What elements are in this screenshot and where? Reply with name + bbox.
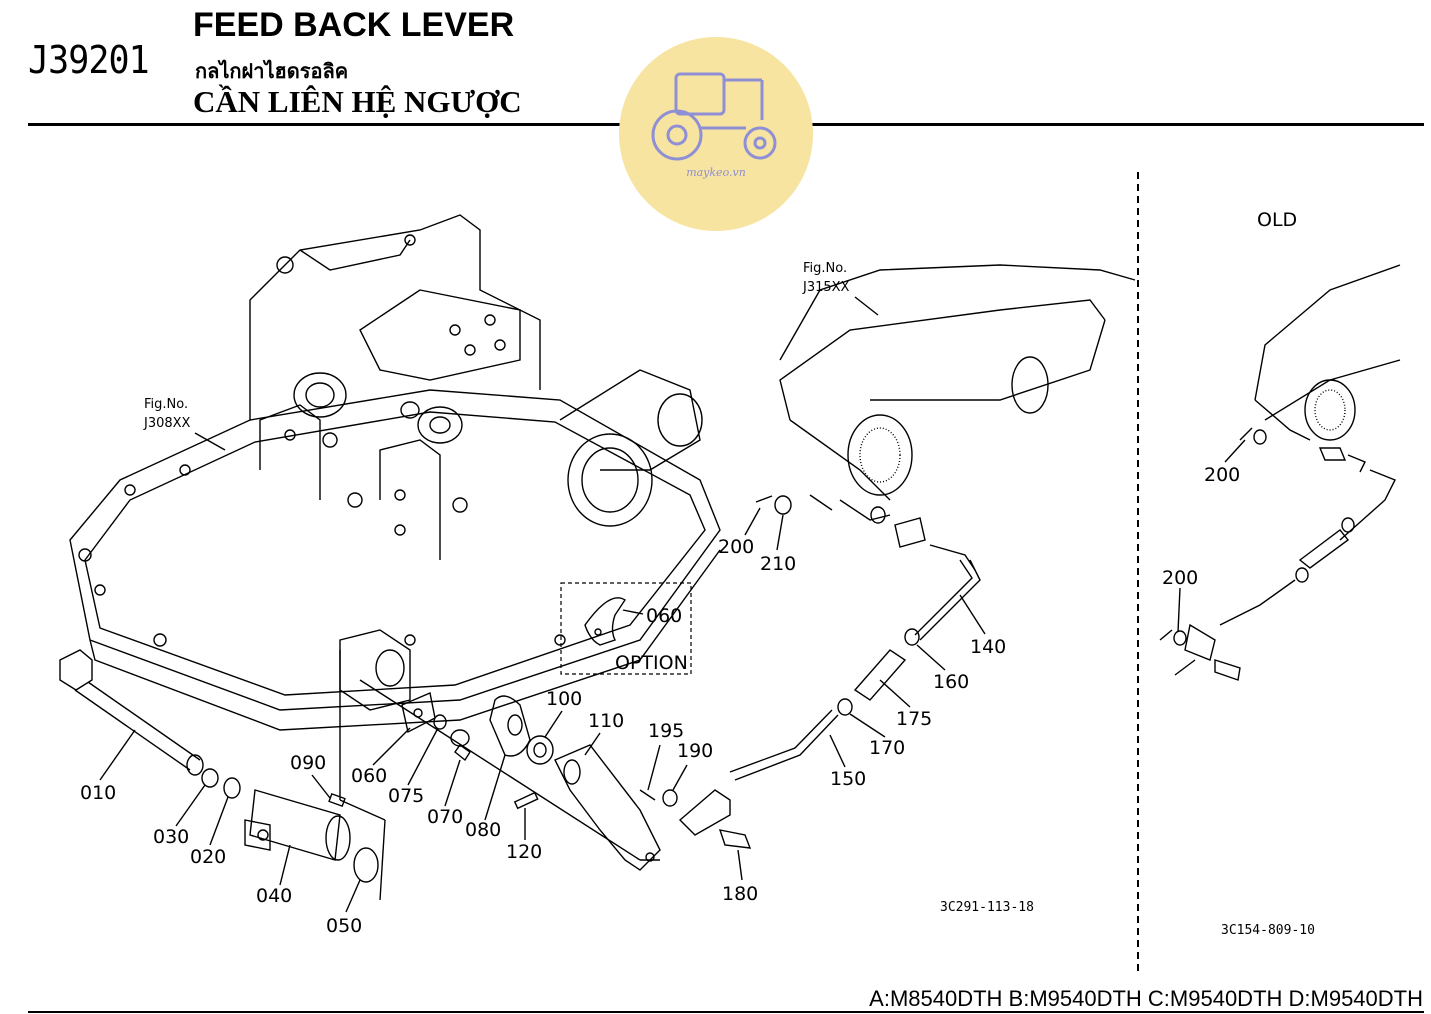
part-label-195: 195 bbox=[648, 720, 684, 742]
part-label-190: 190 bbox=[677, 740, 713, 762]
part-120-pin bbox=[513, 791, 539, 810]
part-label-010: 010 bbox=[80, 782, 116, 804]
option-box bbox=[560, 582, 692, 675]
part-200-split-pin bbox=[755, 495, 773, 503]
part-label-030: 030 bbox=[153, 826, 189, 848]
lift-arm-drawing bbox=[779, 264, 1136, 524]
option-060-bracket bbox=[584, 597, 626, 646]
rod-assembly bbox=[639, 495, 981, 849]
part-030-circlip bbox=[201, 768, 219, 788]
footer-divider bbox=[28, 1011, 1424, 1013]
part-175-turnbuckle bbox=[853, 649, 907, 701]
part-195-pin bbox=[639, 789, 656, 801]
part-label-090: 090 bbox=[290, 752, 326, 774]
old-ref-code: 3C154-809-10 bbox=[1221, 923, 1315, 938]
part-label-210: 210 bbox=[760, 553, 796, 575]
tractor-icon bbox=[651, 72, 777, 161]
part-label-175: 175 bbox=[896, 708, 932, 730]
part-090-key bbox=[328, 792, 346, 808]
part-170-nut bbox=[837, 698, 853, 716]
main-ref-code: 3C291-113-18 bbox=[940, 900, 1034, 915]
part-label-040: 040 bbox=[256, 885, 292, 907]
watermark-text: maykeo.vn bbox=[686, 166, 746, 179]
part-label-120: 120 bbox=[506, 841, 542, 863]
part-label-180: 180 bbox=[722, 883, 758, 905]
part-label-150: 150 bbox=[830, 768, 866, 790]
part-label-170: 170 bbox=[869, 737, 905, 759]
part-150-threaded-rod bbox=[734, 714, 839, 781]
part-label-050: 050 bbox=[326, 915, 362, 937]
part-label-140: 140 bbox=[970, 636, 1006, 658]
part-label-070: 070 bbox=[427, 806, 463, 828]
part-label-020: 020 bbox=[190, 846, 226, 868]
part-060-bracket bbox=[401, 692, 436, 734]
fig-ref-right-leader bbox=[854, 296, 879, 316]
part-labels: 010 020 030 040 050 060 070 075 080 090 … bbox=[80, 536, 1006, 937]
fig-ref-left-code: J308XX bbox=[143, 416, 191, 431]
part-020-o-ring bbox=[223, 777, 241, 799]
part-label-110: 110 bbox=[588, 710, 624, 732]
old-assembly-drawing bbox=[1159, 264, 1401, 681]
part-210-washer bbox=[774, 495, 792, 515]
fig-ref-right-label: Fig.No. bbox=[803, 261, 847, 276]
part-010-shaft bbox=[59, 649, 204, 776]
part-label-100: 100 bbox=[546, 688, 582, 710]
old-heading: OLD bbox=[1257, 209, 1297, 231]
title-thai: กลไกฝาไฮดรอลิค bbox=[195, 59, 349, 83]
part-070-bolt bbox=[450, 729, 471, 762]
fig-ref-left-label: Fig.No. bbox=[144, 397, 188, 412]
page-code: J39201 bbox=[28, 38, 150, 82]
part-050-o-ring bbox=[353, 847, 379, 883]
part-180-pin bbox=[718, 829, 752, 849]
part-100-washer bbox=[526, 735, 554, 765]
part-label-060: 060 bbox=[351, 765, 387, 787]
part-label-200: 200 bbox=[718, 536, 754, 558]
part-140-threaded-rod bbox=[919, 559, 981, 641]
part-bushing-upper bbox=[894, 517, 926, 548]
part-040-sleeve bbox=[244, 789, 351, 861]
part-110-lever bbox=[554, 744, 661, 871]
watermark-circle bbox=[619, 37, 813, 231]
model-list: A:M8540DTH B:M9540DTH C:M9540DTH D:M9540… bbox=[869, 986, 1423, 1011]
part-label-075: 075 bbox=[388, 785, 424, 807]
watermark-logo: maykeo.vn bbox=[619, 37, 813, 231]
part-080-plate bbox=[489, 695, 531, 757]
title-english: FEED BACK LEVER bbox=[193, 6, 515, 44]
old-part-200-upper: 200 bbox=[1204, 464, 1240, 486]
fig-ref-right-code: J315XX bbox=[802, 280, 850, 295]
hydraulic-housing-drawing bbox=[69, 214, 721, 731]
part-label-080: 080 bbox=[465, 819, 501, 841]
leader-lines-main bbox=[339, 650, 660, 901]
part-075-washer bbox=[433, 714, 447, 730]
part-190-washer bbox=[662, 789, 678, 807]
part-label-160: 160 bbox=[933, 671, 969, 693]
fig-ref-left-leader bbox=[194, 432, 226, 451]
option-label: OPTION bbox=[615, 652, 688, 674]
title-vietnamese: CẦN LIÊN HỆ NGƯỢC bbox=[193, 84, 522, 119]
label-leaders bbox=[99, 507, 986, 913]
old-part-200-lower: 200 bbox=[1162, 567, 1198, 589]
part-clevis bbox=[678, 789, 731, 836]
option-part-number: 060 bbox=[646, 605, 682, 627]
part-160-nut bbox=[904, 628, 920, 646]
